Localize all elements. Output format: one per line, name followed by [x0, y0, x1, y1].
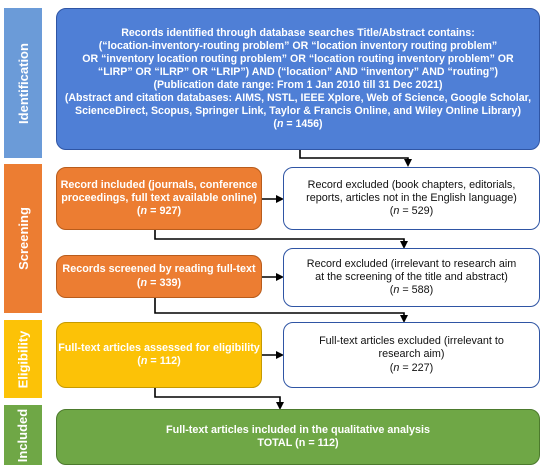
records-screened-count: (n = 339) — [136, 276, 182, 289]
records-excluded-title-line-1: Record excluded (irrelevant to research … — [306, 257, 517, 270]
connector-identification-to-included — [299, 150, 412, 167]
stage-eligibility: Eligibility — [4, 320, 42, 398]
records-screened-line-1: Records screened by reading full-text — [62, 263, 256, 276]
identification-line-1: Records identified through database sear… — [121, 27, 475, 40]
fulltext-excluded-count: (n = 227) — [389, 361, 434, 374]
records-excluded-title-count: (n = 588) — [389, 284, 434, 297]
records-excluded-books-line-2: reports, articles not in the English lan… — [306, 191, 517, 204]
connector-screened-to-assessed — [154, 298, 408, 323]
records-excluded-title-box: Record excluded (irrelevant to research … — [283, 248, 540, 307]
assessed-eligibility-box: Full-text articles assessed for eligibil… — [56, 322, 262, 388]
records-excluded-title-line-2: at the screening of the title and abstra… — [315, 270, 508, 283]
records-excluded-books-count: (n = 529) — [389, 205, 434, 218]
identification-line-7: ScienceDirect, Scopus, Springer Link, Ta… — [75, 104, 521, 117]
identification-count: (n = 1456) — [273, 117, 323, 130]
qualitative-analysis-line-1: Full-text articles included in the quali… — [166, 423, 430, 436]
assessed-eligibility-count: (n = 112) — [137, 355, 181, 367]
qualitative-analysis-line-2: TOTAL (n = 112) — [257, 437, 339, 449]
identification-line-4: “LIRP” OR “ILRP” OR “LRIP”) AND (“locati… — [97, 66, 499, 79]
identification-line-3: OR “inventory location routing problem” … — [82, 53, 514, 66]
qualitative-analysis-box: Full-text articles included in the quali… — [56, 409, 540, 465]
records-included-count: (n = 927) — [136, 205, 182, 218]
records-included-box: Record included (journals, conference pr… — [56, 167, 262, 230]
stage-screening: Screening — [4, 164, 42, 313]
assessed-eligibility-line-1: Full-text articles assessed for eligibil… — [58, 341, 260, 354]
connector-assessed-to-qualitative — [154, 388, 284, 410]
records-included-line-1: Record included (journals, conference — [60, 178, 258, 191]
connector-included-to-screened — [154, 230, 408, 249]
records-excluded-books-line-1: Record excluded (book chapters, editoria… — [307, 178, 516, 191]
stage-identification: Identification — [4, 8, 42, 158]
identification-line-2: (“location-inventory-routing problem” OR… — [98, 40, 498, 53]
stage-included: Included — [4, 405, 42, 465]
identification-line-6: (Abstract and citation databases: AIMS, … — [64, 91, 532, 104]
fulltext-excluded-line-1: Full-text articles excluded (irrelevant … — [319, 335, 504, 348]
records-excluded-books-box: Record excluded (book chapters, editoria… — [283, 167, 540, 230]
records-included-line-2: proceedings, full text available online) — [61, 191, 257, 204]
identification-line-5: (Publication date range: From 1 Jan 2010… — [153, 79, 443, 91]
fulltext-excluded-box: Full-text articles excluded (irrelevant … — [283, 322, 540, 388]
identification-box: Records identified through database sear… — [56, 8, 540, 150]
fulltext-excluded-line-2: research aim) — [378, 348, 445, 361]
records-screened-box: Records screened by reading full-text (n… — [56, 255, 262, 298]
